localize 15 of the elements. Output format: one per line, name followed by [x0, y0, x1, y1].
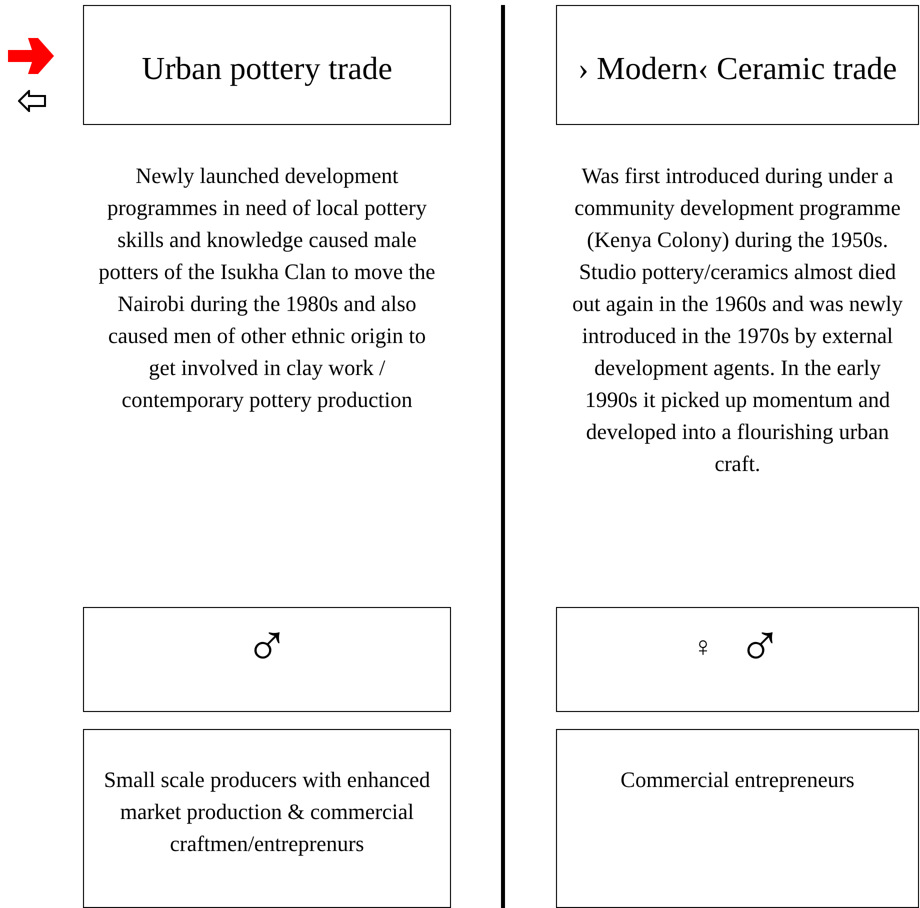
gender-symbol: ♂ [244, 616, 290, 676]
symbol-box [83, 607, 451, 712]
gender-symbol: ♂ [738, 616, 782, 676]
label-box [83, 5, 451, 125]
description-text: Newly launched development programmes in need of local pottery skills and knowledge caused male potters of the Isukha Clan to move the Nairobi during the 1980s and also caused men of other ethnic origin to get involved in clay work / contemporary pottery production [98, 162, 436, 414]
description-text: Was first introduced during under a community development programme (Kenya Colony) during the 1950s. Studio pottery/ceramics almost died out again in the 1960s and was newly introduced in the 1970s by external development agents. In the early 1990s it picked up momentum and developed into a flourishing urban craft. [571, 162, 904, 478]
box-text: Urban pottery trade [142, 49, 392, 88]
box-text: Commercial entrepreneurs [620, 766, 854, 794]
gender-symbol: ♀ [692, 631, 714, 665]
label-box [556, 5, 919, 125]
box-text: › Modern‹ Ceramic trade [578, 49, 897, 88]
label-box [556, 729, 919, 908]
box-text: Small scale producers with enhanced market production & commercial craftmen/entreprenurs [102, 766, 432, 858]
symbol-box [556, 607, 919, 712]
label-box [83, 729, 451, 908]
